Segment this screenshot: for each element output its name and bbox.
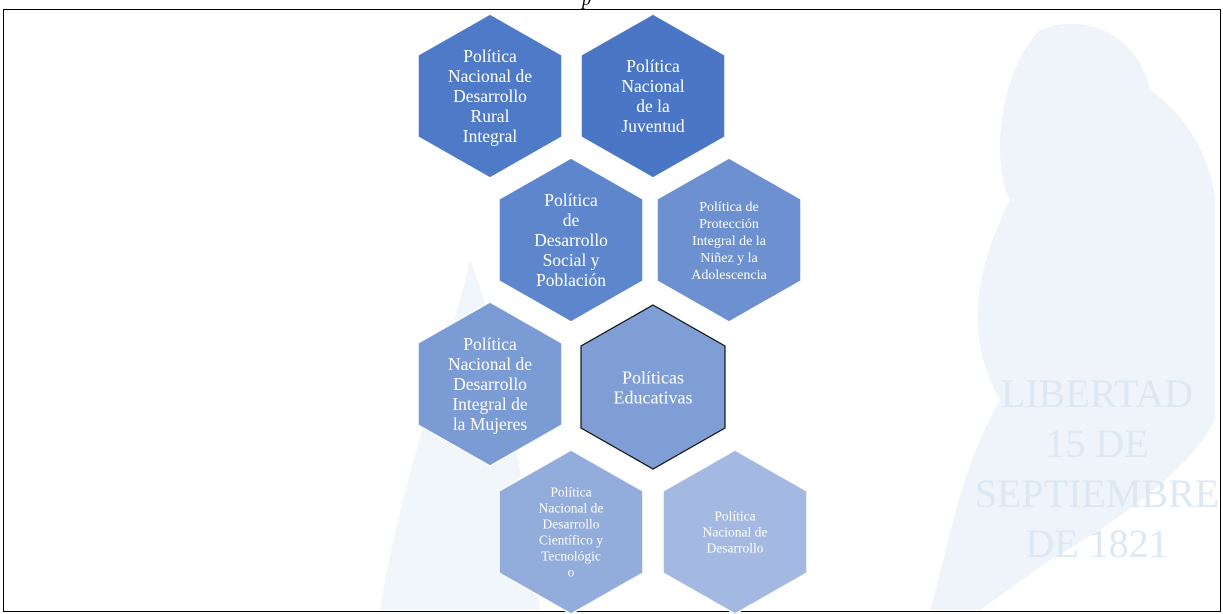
hexagon-shape bbox=[417, 13, 563, 179]
hexagon-label-line: de bbox=[563, 210, 580, 230]
hexagon-label-line: Protección bbox=[699, 217, 759, 232]
hexagon-label-line: Educativas bbox=[614, 387, 693, 407]
hexagon-shape bbox=[417, 301, 563, 467]
hexagon-label-line: o bbox=[568, 565, 575, 580]
hexagon-label-line: Integral de la bbox=[692, 234, 767, 249]
hexagon-shape bbox=[662, 449, 808, 614]
hexagon-label-line: Niñez y la bbox=[700, 251, 758, 266]
watermark-text-line: LIBERTAD bbox=[1001, 371, 1193, 416]
hexagon-shape bbox=[498, 157, 644, 323]
hexagon-label-line: Población bbox=[536, 270, 606, 290]
watermark-text-line: DE 1821 bbox=[1025, 521, 1168, 566]
watermark-text-line: 15 DE bbox=[1045, 421, 1148, 466]
hexagon-label-line: Política bbox=[714, 509, 755, 524]
watermark-text-line: SEPTIEMBRE bbox=[975, 471, 1219, 516]
hexagon-label-line: Desarrollo bbox=[707, 541, 764, 556]
hexagon-shape bbox=[498, 449, 644, 614]
caption-fragment: p bbox=[582, 0, 591, 9]
hexagon-label-line: Integral de bbox=[452, 394, 528, 414]
hexagon-label-line: la Mujeres bbox=[453, 414, 528, 434]
hexagon-label-line: Rural bbox=[471, 106, 510, 126]
hexagon-label-line: Desarrollo bbox=[453, 86, 527, 106]
hexagon-shape bbox=[656, 157, 802, 323]
caption-fragment-strip: p bbox=[0, 0, 1223, 9]
hexagon-label-line: Nacional de bbox=[703, 525, 768, 540]
hexagon-label-line: Nacional de bbox=[448, 66, 532, 86]
hexagon-label-line: Tecnológic bbox=[541, 549, 601, 564]
hexagon-label-line: Política bbox=[463, 334, 517, 354]
watermark-bird-shape bbox=[930, 23, 1215, 611]
hexagon-label-line: Nacional bbox=[621, 76, 684, 96]
hexagon-label-line: Nacional de bbox=[539, 501, 604, 516]
hexagon-label-line: Juventud bbox=[621, 116, 684, 136]
hexagon-label-line: Política de bbox=[699, 200, 759, 215]
hexagon-label-line: Integral bbox=[463, 126, 518, 146]
hexagon-shape bbox=[580, 13, 726, 179]
hexagon-label-line: Desarrollo bbox=[534, 230, 608, 250]
hexagon-shape bbox=[580, 304, 726, 470]
hexagon-label-line: Políticas bbox=[622, 367, 684, 387]
hexagon-label-line: Social y bbox=[543, 250, 600, 270]
hexagon-label-line: Desarrollo bbox=[453, 374, 527, 394]
hexagon-label-line: Política bbox=[550, 485, 591, 500]
hexagon-label-line: Adolescencia bbox=[691, 268, 767, 283]
hexagon-label-line: Política bbox=[544, 190, 598, 210]
hexagon-label-line: Política bbox=[626, 56, 680, 76]
hexagon-label-line: Desarrollo bbox=[543, 517, 600, 532]
hexagon-label-line: Política bbox=[463, 46, 517, 66]
hexagon-label-line: Nacional de bbox=[448, 354, 532, 374]
hexagon-label-line: Científico y bbox=[539, 533, 603, 548]
hexagon-label-line: de la bbox=[636, 96, 670, 116]
